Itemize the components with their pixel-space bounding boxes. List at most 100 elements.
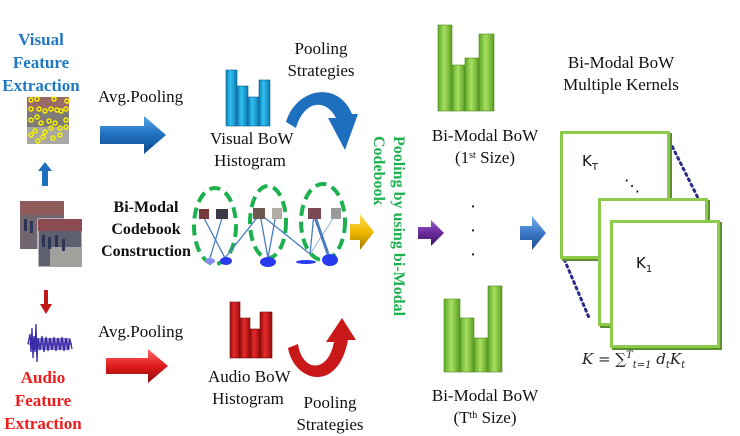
codebook-cluster (299, 182, 347, 262)
ellipsis-dot: · (470, 200, 476, 215)
kernel-label-back: KT (582, 152, 598, 173)
visual-histogram-bar (258, 79, 271, 127)
size-suffix: Size) (477, 408, 517, 427)
visual-keypoints-image (27, 96, 70, 144)
bimodal-bar (451, 64, 466, 112)
formula-upper-limit: T (626, 350, 633, 361)
codebook-cluster (248, 184, 288, 260)
bimodal-bar (487, 285, 503, 373)
codebook-title-line: Construction (101, 243, 191, 260)
bimodal-codebook-graph (192, 182, 347, 267)
bimodal-bow-last-label: Bi-Modal BoW (Tth Size) (430, 385, 540, 429)
size-prefix: (T (453, 408, 470, 427)
bimodal-bar (437, 24, 453, 112)
strategy-label-line: Strategies (296, 415, 364, 434)
pooling-bimodal-codebook-label: Pooling by using bi-Modal Codebook (368, 136, 408, 426)
formula-lower-limit: t=1 (632, 360, 652, 371)
strategy-label-line: Pooling (303, 393, 357, 412)
down-arrow-icon (40, 290, 52, 314)
bimodal-bow-first-size: (1st Size) (430, 147, 540, 169)
kernels-title-line: Bi-Modal BoW (567, 53, 675, 72)
bimodal-bar (464, 57, 480, 112)
ellipsis-dot: · (470, 224, 476, 239)
audio-histogram-bar (259, 311, 273, 359)
up-arrow-icon (38, 162, 52, 186)
size-prefix: (1 (454, 148, 470, 167)
audio-word-blob (260, 257, 276, 267)
visual-feature-extraction-title: Visual Feature Extraction (0, 28, 82, 97)
visual-word-patch (199, 209, 209, 219)
codebook-title-line: Bi-Modal (113, 199, 179, 216)
audio-pooling-strategies-label: Pooling Strategies (292, 392, 368, 436)
audio-feature-extraction-title: Audio Feature Extraction (0, 366, 86, 435)
kernel-stack-dotted-lines (560, 134, 702, 322)
audio-word-blob (296, 260, 316, 264)
visual-histogram-label: Visual BoW Histogram (210, 128, 294, 172)
bimodal-bow-first-histogram-icon (437, 24, 495, 112)
visual-title-line: Visual (18, 30, 64, 49)
visual-word-patch (272, 208, 282, 219)
audio-histogram-bar (249, 328, 261, 359)
audio-histogram-label-line: Audio BoW (208, 367, 291, 386)
audio-word-blob (322, 254, 338, 266)
formula-lhs: K = ∑ (582, 350, 627, 368)
size-suffix: Size) (475, 148, 516, 167)
visual-histogram-label-line: Histogram (214, 151, 286, 170)
bimodal-bow-last-histogram-icon (443, 285, 503, 373)
visual-pooling-strategies-label: Pooling Strategies (280, 38, 362, 82)
audio-title-line: Extraction (4, 414, 82, 433)
size-superscript: st (469, 150, 476, 161)
visual-histogram-bar (247, 96, 260, 127)
audio-waveform-image (27, 323, 73, 363)
video-frames-image (20, 201, 83, 268)
formula-kernel-sub: t (681, 360, 686, 371)
bimodal-bow-last-title: Bi-Modal BoW (431, 386, 539, 405)
bimodal-bar (478, 33, 495, 112)
audio-bow-histogram-icon (229, 301, 273, 359)
bimodal-bow-first-label: Bi-Modal BoW (1st Size) (430, 125, 540, 169)
kernels-title-line: Multiple Kernels (563, 75, 679, 94)
audio-avg-pooling-label: Avg.Pooling (98, 322, 184, 341)
ellipsis-dot: · (470, 248, 476, 263)
formula-kernel: K (669, 350, 682, 368)
audio-histogram-label-line: Histogram (212, 389, 284, 408)
audio-histogram-label: Audio BoW Histogram (208, 366, 291, 410)
audio-title-line: Audio (20, 368, 66, 387)
kernel-input-arrow-icon (520, 216, 546, 250)
bimodal-bar (473, 337, 489, 373)
visual-histogram-bar (236, 85, 249, 127)
visual-histogram-label-line: Visual BoW (210, 129, 294, 148)
bimodal-bar (443, 298, 461, 373)
bimodal-pooling-arrow-icon (418, 220, 444, 246)
visual-title-line: Feature (12, 53, 70, 72)
audio-histogram-bar (229, 301, 241, 359)
multiple-kernels-title: Bi-Modal BoW Multiple Kernels (556, 52, 686, 96)
vertical-label-line: Pooling by using bi-Modal (390, 136, 407, 317)
audio-pooling-arrow-icon (106, 349, 168, 383)
strategy-label-line: Strategies (287, 61, 355, 80)
kernel-subscript: T (591, 162, 598, 173)
bimodal-bow-last-size: (Tth Size) (430, 407, 540, 429)
visual-word-patch (331, 208, 341, 219)
visual-strategy-curved-arrow-icon (286, 92, 358, 150)
kernel-subscript: 1 (645, 264, 653, 275)
bimodal-codebook-title: Bi-Modal Codebook Construction (100, 197, 192, 263)
audio-word-blob (205, 258, 215, 264)
codebook-output-arrow-icon (350, 214, 374, 250)
kernel-symbol: K (636, 254, 646, 272)
audio-title-line: Feature (14, 391, 72, 410)
formula-weight-sub: t (665, 360, 670, 371)
visual-pooling-arrow-icon (100, 116, 166, 154)
kernel-matrix-front (610, 220, 720, 348)
size-superscript: th (469, 410, 478, 421)
visual-avg-pooling-label: Avg.Pooling (98, 87, 184, 106)
bimodal-bar (459, 317, 475, 373)
visual-word-patch (216, 209, 228, 219)
audio-histogram-bar (239, 317, 251, 359)
kernel-label-front: K1 (636, 254, 652, 275)
bimodal-ellipsis: · · · (470, 196, 476, 268)
visual-word-patch (308, 208, 321, 219)
formula-weight: d (651, 350, 666, 368)
visual-word-patch (253, 208, 265, 219)
vertical-label-line: Codebook (370, 136, 387, 206)
